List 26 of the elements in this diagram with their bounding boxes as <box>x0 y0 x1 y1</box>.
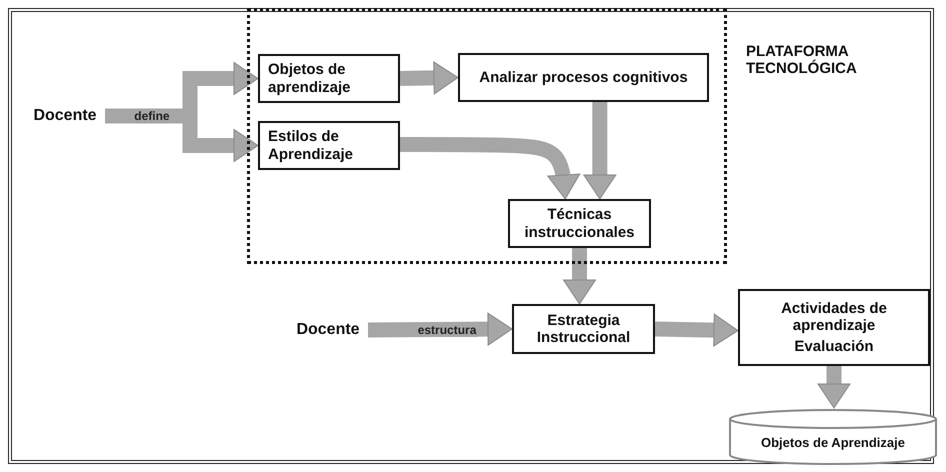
block-arrow <box>563 248 596 304</box>
process-box <box>258 54 400 103</box>
node-subtext: Evaluación <box>794 338 874 356</box>
node-text: Analizar procesos cognitivos <box>479 68 688 86</box>
process-box <box>508 199 651 248</box>
node-text: Objetos de aprendizaje <box>268 61 352 96</box>
node-text: Actividades de aprendizaje <box>780 300 888 334</box>
actor-label: Docente <box>296 320 360 340</box>
block-arrow <box>583 102 616 200</box>
node-text: Objetos de Aprendizaje <box>761 436 905 450</box>
block-arrow <box>400 137 580 200</box>
node-text: Estrategia Instruccional <box>536 312 632 346</box>
edge-label: define <box>132 109 172 123</box>
node-text: Estilos de Aprendizaje <box>268 128 354 163</box>
edge-label: estructura <box>416 323 478 337</box>
node-text: Técnicas instruccionales <box>523 206 636 241</box>
block-arrow <box>368 312 512 346</box>
block-arrow <box>400 61 458 94</box>
block-arrow <box>818 366 850 408</box>
process-box <box>738 289 930 366</box>
group-heading: PLATAFORMA TECNOLÓGICA <box>746 43 858 78</box>
block-arrow <box>654 314 738 347</box>
process-box <box>258 121 400 170</box>
process-box <box>458 53 709 102</box>
process-box <box>512 304 655 354</box>
actor-label: Docente <box>33 106 97 126</box>
